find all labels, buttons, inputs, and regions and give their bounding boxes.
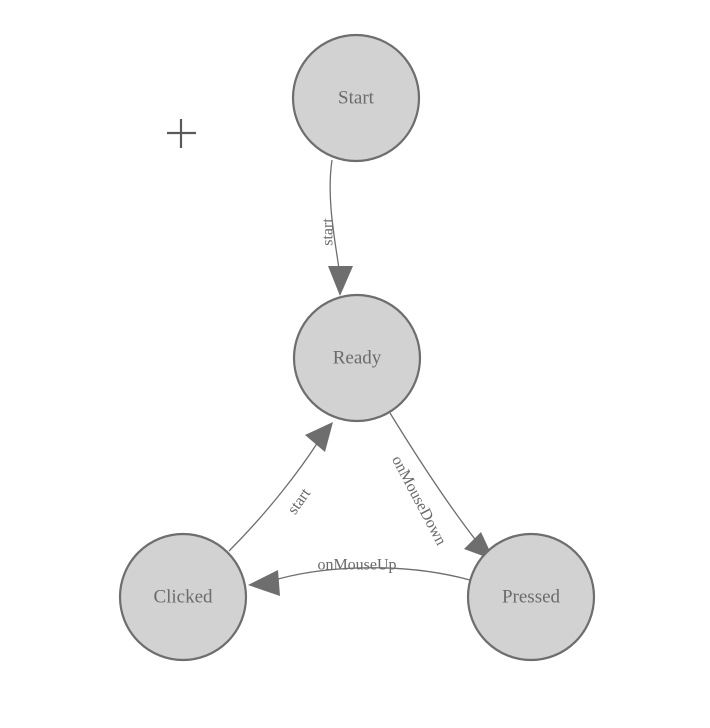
arrow-head-icon [248,570,280,596]
edge-line [267,567,471,583]
edge-pressed-to-clicked[interactable] [248,567,471,596]
node-label-clicked: Clicked [153,586,213,607]
node-label-start: Start [338,87,375,108]
node-label-pressed: Pressed [502,586,561,607]
node-pressed[interactable]: Pressed [466,532,596,662]
node-ready[interactable]: Ready [292,293,422,423]
arrow-head-icon [305,422,333,452]
edge-label-start-to-ready: start [320,218,337,246]
node-circle [292,293,422,423]
edge-line [329,159,341,277]
node-circle [291,33,421,163]
edge-start-to-ready[interactable] [328,159,353,296]
node-label-ready: Ready [333,347,382,368]
edge-line [389,412,479,544]
plus-marker-icon[interactable] [167,119,196,148]
node-start[interactable]: Start [291,33,421,163]
edge-label-ready-to-pressed: onMouseDown [388,453,449,548]
arrow-head-icon [328,266,353,296]
edge-clicked-to-ready[interactable] [228,422,333,552]
edges-layer [228,159,494,596]
edge-label-clicked-to-ready: start [284,485,314,518]
edge-label-pressed-to-clicked: onMouseUp [317,557,396,574]
node-clicked[interactable]: Clicked [118,532,248,662]
node-circle [118,532,248,662]
node-circle [466,532,596,662]
edge-line [228,441,319,552]
nodes-layer: Start Ready Clicked Pressed [118,33,596,662]
